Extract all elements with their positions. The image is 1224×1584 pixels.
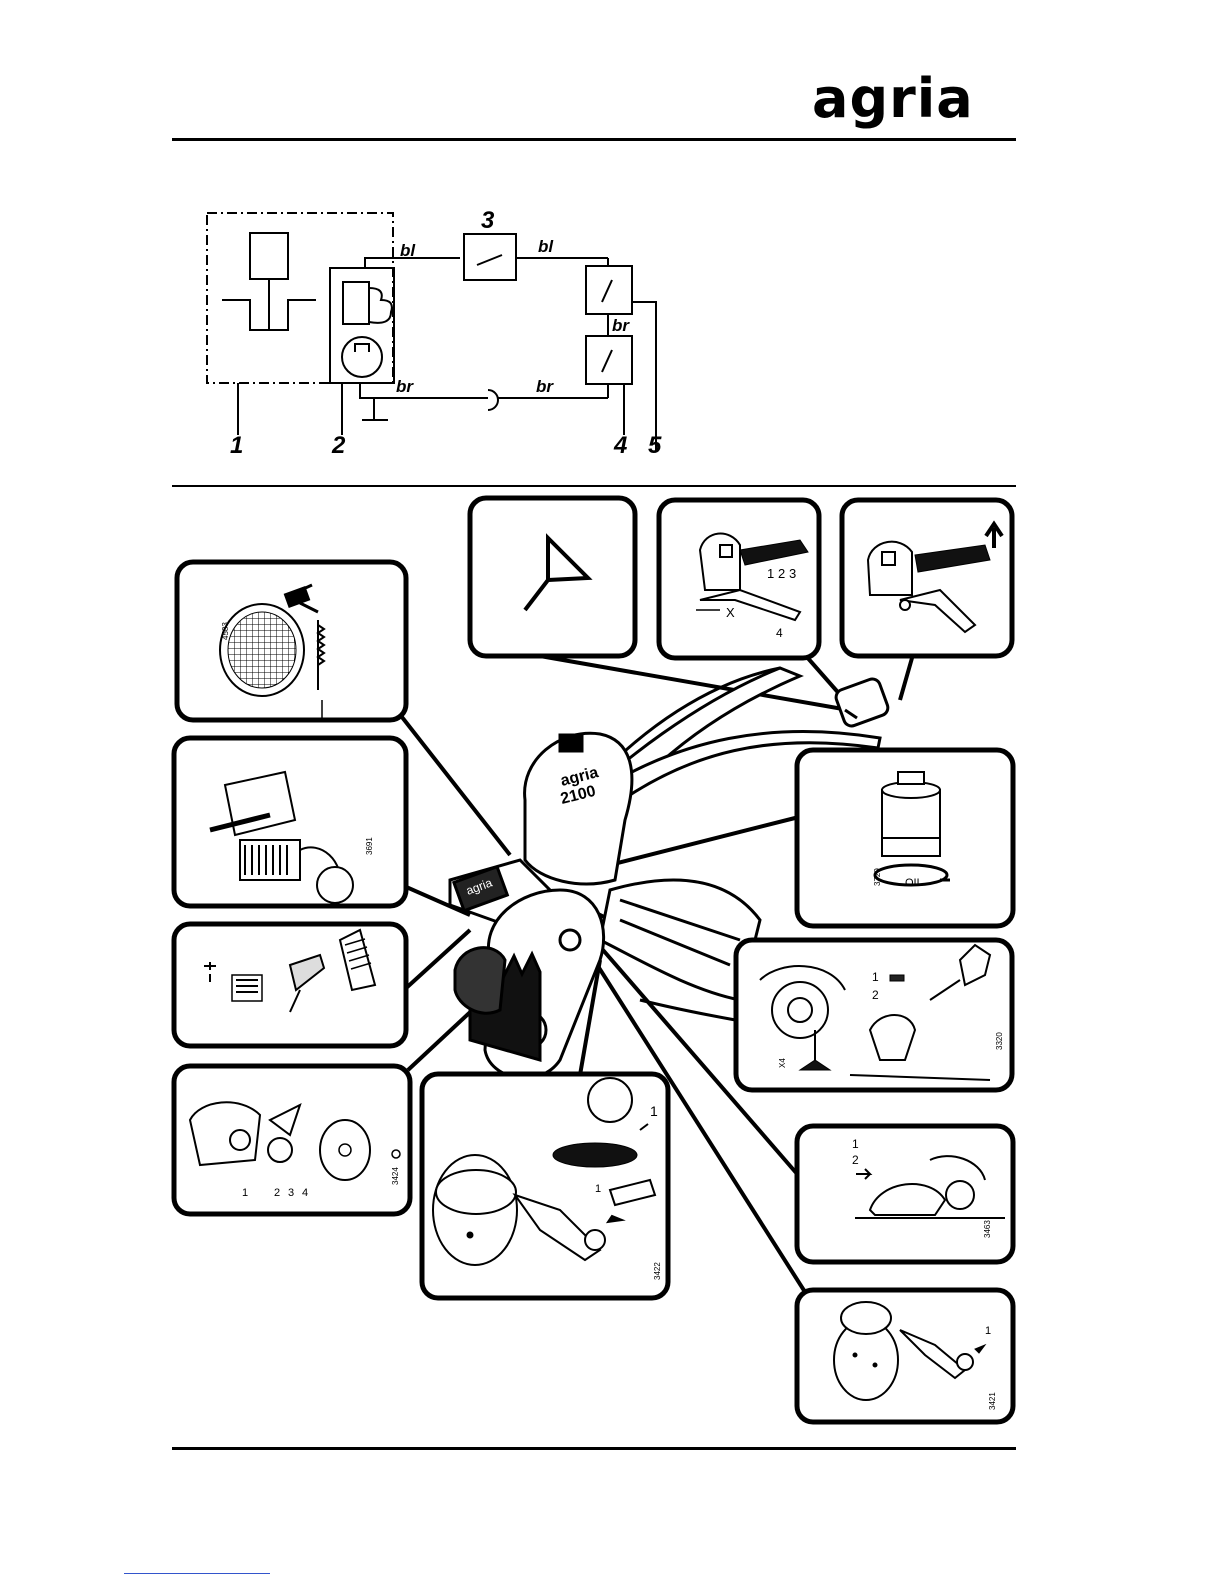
wire-label-br-left: br [396, 377, 414, 396]
footer-rule [172, 1447, 1016, 1450]
stop-switch-box [464, 234, 516, 280]
callout-4: 4 [613, 432, 627, 459]
throttle-num-3: 3 [789, 566, 796, 581]
throttle-num-2: 2 [778, 566, 785, 581]
switch-4-lower [586, 336, 632, 384]
oil-filter-code: 3729 [873, 868, 882, 886]
carb-num-3: 3 [288, 1187, 294, 1199]
carb-num-4: 4 [302, 1187, 308, 1199]
panel-plug-wrench [470, 498, 635, 656]
oil-label: OIL [905, 877, 923, 889]
callout-2: 2 [331, 432, 346, 459]
tine-num-1b: 1 [595, 1183, 601, 1195]
lower-tine-code: 3421 [988, 1392, 997, 1410]
lower-tine-num-1: 1 [985, 1325, 991, 1337]
drain-code: 3320 [995, 1032, 1004, 1050]
switch-4-upper [586, 266, 632, 314]
side-drain-num-1: 1 [852, 1137, 859, 1151]
throttle-x-label: X [726, 605, 735, 620]
throttle-num-1: 1 [767, 566, 774, 581]
carb-code: 3424 [391, 1167, 400, 1185]
drain-left-code: X4 [778, 1058, 787, 1068]
panel-air-filter [797, 750, 1013, 926]
panel-tine-gear [422, 1074, 668, 1298]
ignition-unit [330, 268, 394, 383]
tine-num-1: 1 [650, 1103, 658, 1119]
callout-3: 3 [481, 207, 495, 234]
recoil-code: 4583 [221, 622, 230, 640]
carb-num-2: 2 [274, 1187, 280, 1199]
drain-num-2: 2 [872, 988, 879, 1002]
panel-spark-plug [174, 924, 406, 1046]
cylinder-code: 3691 [365, 837, 374, 855]
panel-lower-tine [797, 1290, 1013, 1422]
callout-1: 1 [230, 432, 243, 459]
footer-link-underline [124, 1573, 270, 1574]
wire-label-br-middle: br [612, 316, 630, 335]
drain-num-1: 1 [872, 970, 879, 984]
engine-enclosure [207, 213, 393, 383]
wiring-diagram: bl bl br br br 1 2 3 4 5 [0, 0, 1224, 480]
carb-num-1: 1 [242, 1187, 248, 1199]
side-drain-num-2: 2 [852, 1153, 859, 1167]
maintenance-illustration: agria 2100 agria 1 2 3 4 X [0, 480, 1224, 1440]
tine-code: 3422 [653, 1262, 662, 1280]
panel-cylinder-cleaning [174, 738, 406, 906]
wire-label-bl-left: bl [400, 241, 416, 260]
panel-transmission-oil [797, 1126, 1013, 1262]
throttle-num-4: 4 [776, 626, 783, 640]
panel-recoil-starter [177, 562, 406, 720]
piston-icon [250, 233, 288, 279]
callout-5: 5 [648, 432, 662, 459]
wire-label-br-right: br [536, 377, 554, 396]
side-drain-code: 3463 [983, 1220, 992, 1238]
wire-label-bl-right: bl [538, 237, 554, 256]
panel-clutch-lever [842, 500, 1012, 656]
